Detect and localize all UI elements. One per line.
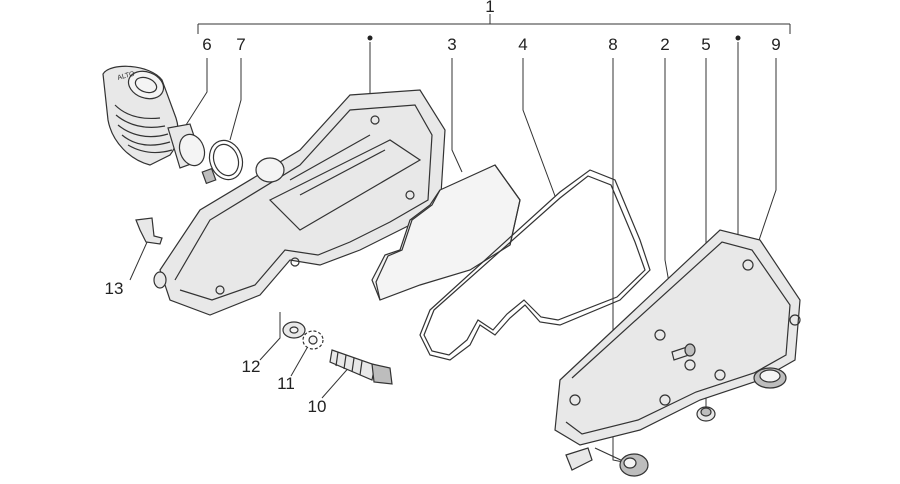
callout-4: 4: [518, 35, 527, 54]
callout-5: 5: [701, 35, 710, 54]
callout-2: 2: [660, 35, 669, 54]
screw: [671, 343, 696, 361]
filter-housing-body: [153, 89, 446, 316]
bolt: [329, 349, 393, 385]
callout-7: 7: [236, 35, 245, 54]
washer: [282, 321, 306, 339]
callout-6: 6: [202, 35, 211, 54]
callout-12: 12: [242, 357, 261, 376]
grommet: [696, 406, 716, 422]
callout-9: 9: [771, 35, 780, 54]
hose-marking: ALTO: [117, 70, 136, 81]
filter-element: [371, 164, 521, 301]
lock-washer: [302, 330, 324, 350]
hose-clamp: [201, 139, 244, 185]
filter-cover: [554, 229, 801, 446]
callout-1: 1: [485, 0, 494, 16]
knob-screw: [565, 447, 649, 477]
callout-8: 8: [608, 35, 617, 54]
marker-dot-right: [735, 35, 741, 41]
gasket: [419, 169, 651, 361]
bracket-clip: [135, 217, 163, 245]
intake-hose: ALTO: [102, 65, 206, 169]
marker-dot-left: [367, 35, 373, 41]
callout-10: 10: [308, 397, 327, 416]
callout-11: 11: [277, 374, 295, 393]
callout-3: 3: [447, 35, 456, 54]
callout-13: 13: [105, 279, 124, 298]
assembly-bracket: [197, 14, 791, 34]
